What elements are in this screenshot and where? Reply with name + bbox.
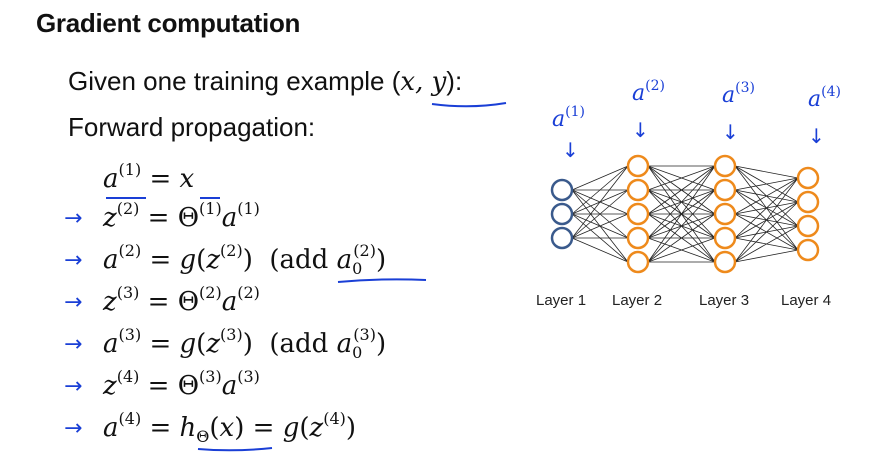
connection-edge [647, 165, 716, 191]
connection-edge [571, 165, 629, 191]
layer-3-unit [713, 154, 737, 178]
arrow-icon: → [64, 290, 83, 315]
layer-1-unit [550, 202, 574, 226]
equation-1: a(1) = x [103, 160, 195, 194]
annotation-a1: a(1) [552, 104, 585, 132]
given-suffix: ): [446, 66, 463, 96]
connection-edge [734, 225, 799, 263]
layer-4-unit [796, 166, 820, 190]
layer-4-unit [796, 190, 820, 214]
neural-network-diagram [550, 154, 820, 274]
connection-edge [734, 201, 799, 263]
connection-edge [734, 249, 799, 263]
connection-edge [647, 165, 716, 239]
layer-4-label: Layer 4 [781, 292, 832, 309]
connection-edge [647, 237, 716, 263]
given-line: Given one training example (x, y): [68, 66, 462, 97]
arrow-icon: → [64, 248, 83, 273]
connection-edge [734, 177, 799, 239]
annotation-a4: a(4) [808, 84, 841, 112]
down-arrow-icon: ↓ [562, 138, 579, 162]
connection-edge [571, 237, 629, 263]
connection-edge [571, 165, 629, 239]
layer-2-unit [626, 154, 650, 178]
layer-2-unit [626, 226, 650, 250]
arrow-icon: → [64, 206, 83, 231]
layer-4-unit [796, 238, 820, 262]
layer-3-unit [713, 202, 737, 226]
layer-1-label: Layer 1 [536, 292, 587, 309]
layer-3-unit [713, 250, 737, 274]
equation-5: a(3) = g(z(3)) (add a0(3)) [103, 325, 387, 362]
given-prefix: Given one training example ( [68, 66, 401, 96]
down-arrow-icon: ↓ [632, 118, 649, 142]
equation-4: z(3) = Θ(2)a(2) [103, 283, 260, 317]
connection-edge [734, 177, 799, 263]
down-arrow-icon: ↓ [722, 120, 739, 144]
connection-edge [647, 165, 716, 215]
slide-title: Gradient computation [36, 8, 301, 38]
layer-3-unit [713, 178, 737, 202]
forward-propagation-heading: Forward propagation: [68, 112, 316, 142]
equation-1-underline [106, 197, 220, 199]
down-arrow-icon: ↓ [808, 124, 825, 148]
equation-3: a(2) = g(z(2)) (add a0(2)) [103, 241, 387, 278]
connection-edge [734, 165, 799, 179]
layer-3-unit [713, 226, 737, 250]
arrow-icon: → [64, 374, 83, 399]
layer-2-unit [626, 178, 650, 202]
connection-edge [571, 213, 629, 239]
connection-edge [734, 177, 799, 215]
hypothesis-underline [197, 447, 273, 452]
layer-1-unit [550, 178, 574, 202]
layer-1-unit [550, 226, 574, 250]
layer-2-unit [626, 202, 650, 226]
equation-2: z(2) = Θ(1)a(1) [103, 199, 260, 233]
arrow-icon: → [64, 416, 83, 441]
layer-2-label: Layer 2 [612, 292, 663, 309]
example-underline [431, 102, 507, 108]
arrow-icon: → [64, 332, 83, 357]
connection-edge [571, 189, 629, 239]
add-bias-underline [337, 278, 427, 283]
given-example: x, y [400, 67, 447, 97]
annotation-a3: a(3) [722, 80, 755, 108]
layer-3-label: Layer 3 [699, 292, 750, 309]
connection-edge [734, 177, 799, 191]
equation-6: z(4) = Θ(3)a(3) [103, 367, 260, 401]
layer-4-unit [796, 214, 820, 238]
connection-edge [571, 165, 629, 215]
connection-edge [647, 189, 716, 263]
equation-7: a(4) = hΘ(x) = g(z(4)) [103, 409, 357, 446]
layer-2-unit [626, 250, 650, 274]
annotation-a2: a(2) [632, 78, 665, 106]
connection-edge [647, 165, 716, 263]
connection-edge [647, 213, 716, 263]
